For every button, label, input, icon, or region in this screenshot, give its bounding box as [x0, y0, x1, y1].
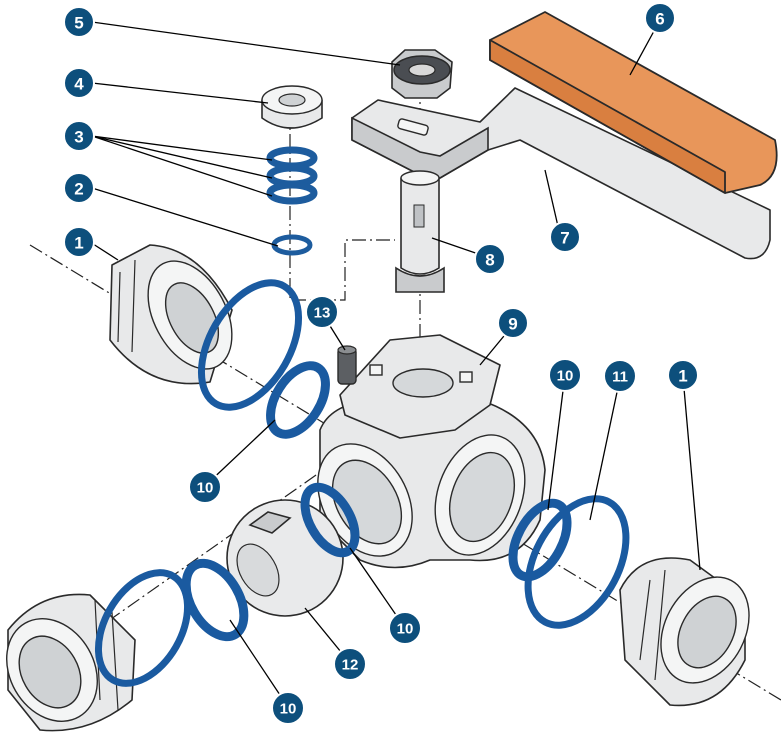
- union-end-bottom: [6, 593, 136, 732]
- callout-badge-5: 5: [63, 6, 95, 38]
- callout-label: 10: [397, 621, 414, 638]
- callout-badge-3: 3: [63, 120, 95, 152]
- callout-badge-1-upper-left: 1: [63, 226, 95, 258]
- callout-badge-9: 9: [497, 307, 529, 339]
- callout-label: 5: [74, 14, 83, 33]
- callout-badge-1-right: 1: [667, 359, 699, 391]
- callout-badge-12: 12: [333, 647, 367, 681]
- handle-grip: [489, 11, 778, 194]
- callout-badge-7: 7: [549, 221, 581, 253]
- callout-label: 12: [342, 657, 359, 674]
- union-end-left: [109, 244, 233, 385]
- callout-badge-10-bottom: 10: [271, 691, 305, 725]
- leader-lines: [89, 19, 701, 708]
- gasket-rings: [94, 279, 630, 687]
- callout-badge-8: 8: [474, 243, 506, 275]
- callout-label: 3: [74, 128, 83, 147]
- callout-label: 10: [197, 480, 214, 497]
- callout-label: 11: [612, 369, 628, 386]
- callout-label: 10: [280, 701, 297, 718]
- callout-label: 7: [560, 229, 569, 248]
- packing-rings: [266, 146, 318, 205]
- callout-label: 4: [74, 75, 84, 94]
- seat-seals: [181, 361, 572, 642]
- valve-stem: [395, 170, 445, 293]
- stem-nut: [391, 49, 453, 99]
- stem-o-ring: [271, 234, 313, 256]
- callout-label: 8: [485, 251, 494, 270]
- union-end-right: [619, 557, 750, 707]
- callout-badge-6: 6: [644, 2, 676, 34]
- callout-label: 10: [557, 368, 574, 385]
- callout-badge-10-upper-right: 10: [548, 358, 582, 392]
- callout-label: 13: [314, 305, 331, 322]
- callout-badge-4: 4: [63, 67, 95, 99]
- gland-nut: [261, 85, 323, 129]
- valve-body: [317, 334, 546, 569]
- callout-label: 6: [655, 10, 664, 29]
- callout-label: 2: [74, 180, 83, 199]
- callout-badge-2: 2: [63, 172, 95, 204]
- callout-badge-10-left: 10: [188, 470, 222, 504]
- callout-label: 1: [74, 234, 83, 253]
- set-screw: [337, 345, 357, 385]
- lever-handle: [351, 87, 771, 260]
- callout-badge-11: 11: [603, 359, 637, 393]
- callout-badge-13: 13: [305, 295, 339, 329]
- callout-badge-10-center: 10: [388, 611, 422, 645]
- callout-label: 9: [508, 315, 517, 334]
- callout-label: 1: [678, 367, 687, 386]
